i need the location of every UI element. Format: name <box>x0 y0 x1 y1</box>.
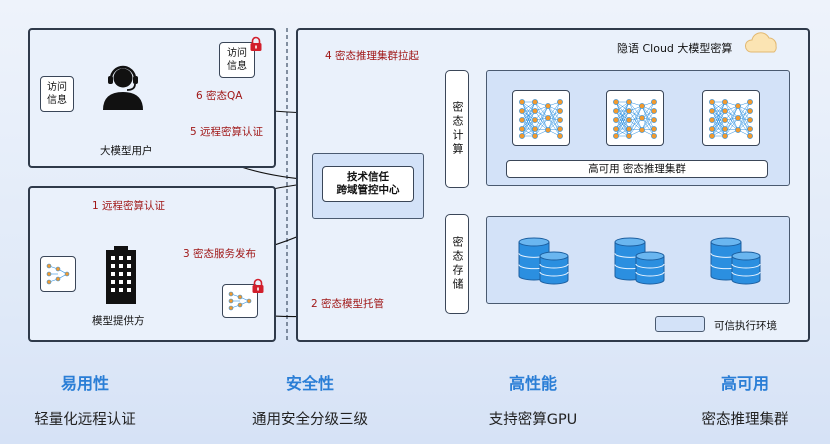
trust-center-box: 技术信任跨域管控中心 <box>322 166 414 202</box>
flow-1-label: 1 远程密算认证 <box>92 200 166 212</box>
provider-label: 模型提供方 <box>92 315 145 327</box>
trust-center-line2: 跨域管控中心 <box>336 184 400 196</box>
database-icon <box>710 237 761 285</box>
tee-legend-label: 可信执行环境 <box>714 320 777 332</box>
feature-title-security: 安全性 <box>285 374 334 393</box>
database-icon <box>614 237 665 285</box>
storage-box: 密态存储 <box>445 214 469 314</box>
user-label: 大模型用户 <box>100 145 153 157</box>
feature-sub-security: 通用安全分级三级 <box>252 412 368 428</box>
flow-6-label: 6 密态QA <box>196 90 243 102</box>
tee-legend-swatch <box>655 316 705 332</box>
locked-access-info-line2: 信息 <box>227 61 247 72</box>
neural-network-model-box <box>606 90 664 146</box>
flow-4-label: 4 密态推理集群拉起 <box>325 50 420 62</box>
cluster-label: 高可用 密态推理集群 <box>588 162 686 175</box>
locked-access-info-line1: 访问 <box>227 48 247 59</box>
provider-model-box <box>40 256 76 292</box>
compute-box: 密态计算 <box>445 70 469 188</box>
feature-sub-usability: 轻量化远程认证 <box>34 412 136 428</box>
access-info-line1: 访问 <box>47 82 67 93</box>
neural-network-icon <box>519 99 563 139</box>
flow-2-label: 2 密态模型托管 <box>311 298 385 310</box>
neural-network-icon <box>228 291 252 311</box>
flow-3-label: 3 密态服务发布 <box>183 248 257 260</box>
building-icon <box>106 246 136 304</box>
flow-5-label: 5 远程密算认证 <box>190 126 264 138</box>
neural-network-model-box <box>512 90 570 146</box>
lock-icon <box>250 36 262 51</box>
cloud-icon <box>745 32 777 53</box>
feature-sub-performance: 支持密算GPU <box>488 412 578 428</box>
feature-title-performance: 高性能 <box>508 374 557 393</box>
database-icon <box>518 237 569 285</box>
feature-title-availability: 高可用 <box>720 374 769 393</box>
neural-network-icon <box>709 99 753 139</box>
cloud-title: 隐语 Cloud 大模型密算 <box>617 42 733 55</box>
locked-access-info-box: 访问信息 <box>219 42 255 78</box>
user-headset-icon <box>103 65 143 110</box>
lock-icon <box>252 278 264 293</box>
neural-network-icon <box>46 263 70 285</box>
cluster-label-box: 高可用 密态推理集群 <box>506 160 768 178</box>
neural-network-icon <box>613 99 657 139</box>
neural-network-model-box <box>702 90 760 146</box>
feature-sub-availability: 密态推理集群 <box>701 412 789 428</box>
locked-model-box <box>222 284 258 318</box>
trust-center-line1: 技术信任 <box>347 171 389 183</box>
access-info-box: 访问信息 <box>40 76 74 112</box>
access-info-line2: 信息 <box>47 95 67 106</box>
feature-title-usability: 易用性 <box>60 374 109 393</box>
